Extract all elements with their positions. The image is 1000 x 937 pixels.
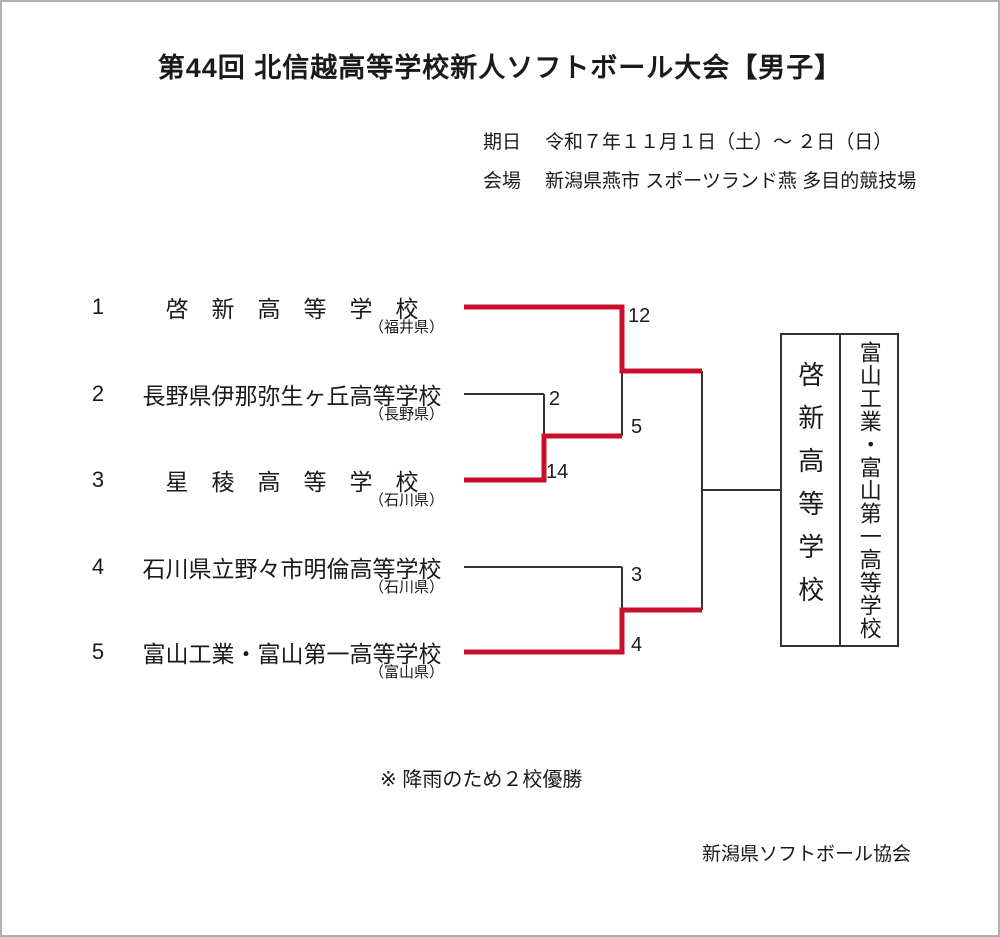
team-seed: 3 (91, 467, 105, 492)
score-semifinal2-team5: 4 (631, 634, 643, 656)
team-seed: 1 (91, 294, 105, 319)
score-semifinal2-team4: 3 (631, 564, 643, 586)
venue-value: 新潟県燕市 スポーツランド燕 多目的競技場 (545, 171, 917, 192)
score-firstround-team3: 14 (546, 461, 569, 483)
event-info: 期日 令和７年１１月１日（土）～ ２日（日） 会場 新潟県燕市 スポーツランド燕… (483, 132, 916, 210)
team-prefecture: （長野県） (368, 406, 444, 423)
venue-label: 会場 (483, 171, 522, 192)
team-name: 啓 新 高 等 学 校 (165, 296, 419, 322)
team-prefecture: （石川県） (368, 492, 444, 509)
team-seed: 4 (91, 554, 105, 579)
team-name: 富山工業・富山第一高等学校 (142, 641, 442, 667)
team-name: 長野県伊那弥生ヶ丘高等学校 (142, 383, 442, 409)
champion-name-left: 啓新高等学校 (794, 361, 825, 619)
team-prefecture: （富山県） (368, 664, 444, 681)
team-prefecture: （石川県） (368, 579, 444, 596)
date-value: 令和７年１１月１日（土）～ ２日（日） (545, 132, 893, 153)
team-seed: 5 (91, 639, 105, 664)
rain-footnote: ※ 降雨のため２校優勝 (380, 769, 583, 791)
champion-cell-right: 富山工業・富山第一高等学校 (841, 335, 898, 645)
page-title: 第44回 北信越高等学校新人ソフトボール大会【男子】 (157, 53, 843, 83)
champion-cell-left: 啓新高等学校 (782, 335, 841, 645)
team-name: 星 稜 高 等 学 校 (165, 469, 419, 495)
score-semifinal1-team3: 5 (631, 416, 643, 438)
score-firstround-team2: 2 (549, 388, 561, 410)
organization-credit: 新潟県ソフトボール協会 (702, 844, 912, 865)
winner-path-team3-firstround (464, 433, 622, 483)
date-label: 期日 (483, 132, 522, 153)
winner-path-team1-semifinal1 (464, 304, 702, 374)
champion-name-right: 富山工業・富山第一高等学校 (856, 340, 882, 640)
event-venue-row: 会場 新潟県燕市 スポーツランド燕 多目的競技場 (483, 171, 916, 193)
team-name: 石川県立野々市明倫高等学校 (142, 556, 442, 582)
score-semifinal1-team1: 12 (628, 305, 651, 327)
winner-path-team5-semifinal2 (464, 607, 702, 655)
team-seed: 2 (91, 381, 105, 406)
team-prefecture: （福井県） (368, 319, 444, 336)
event-date-row: 期日 令和７年１１月１日（土）～ ２日（日） (483, 132, 916, 154)
champions-box: 啓新高等学校 富山工業・富山第一高等学校 (780, 333, 899, 647)
